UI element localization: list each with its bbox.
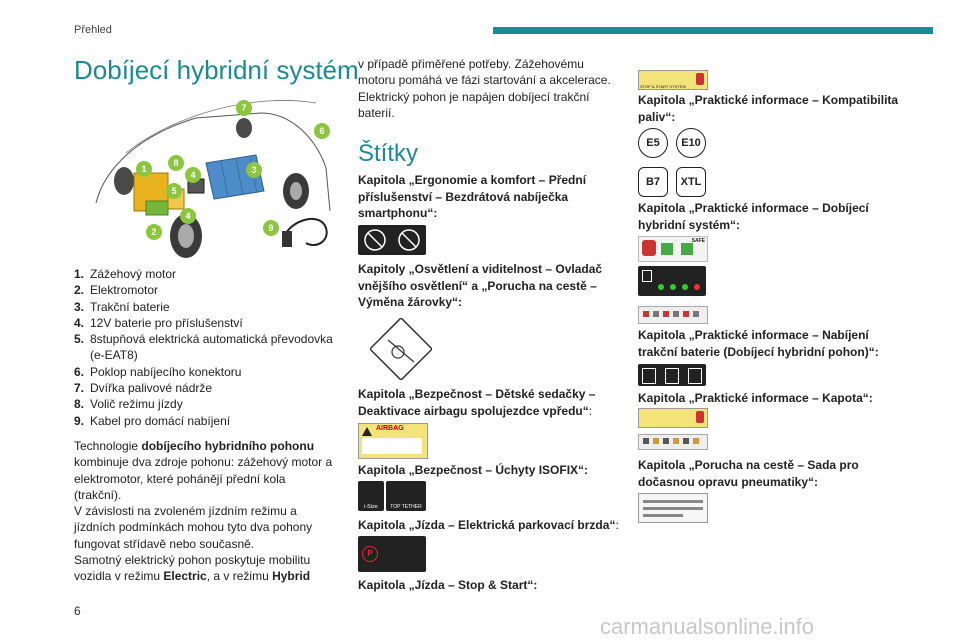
legend-item: 4.12V baterie pro příslušenství [74, 315, 243, 330]
charging-cable [285, 218, 328, 247]
legend-item: 6.Poklop nabíjecího konektoru [74, 364, 242, 379]
electric-motor [145, 200, 169, 216]
front-right-wheel [114, 167, 134, 195]
fuel-badge-e10: E10 [676, 128, 706, 158]
fuel-badge-b7: B7 [638, 167, 668, 197]
marker-1: 1 [141, 164, 146, 174]
chapter-hood: Kapitola „Praktické informace – Kapota“: [638, 391, 873, 405]
legend-item: 8.Volič režimu jízdy [74, 397, 183, 412]
legend-item: 1.Zážehový motor [74, 267, 177, 281]
legend-item: 9.Kabel pro domácí nabíjení [74, 413, 231, 428]
top-tether-label: TOP TETHER [386, 481, 426, 511]
intro-paragraph-3: Samotný elektrický pohon poskytuje mobil… [74, 553, 311, 584]
chapter-stop-start: Kapitola „Jízda – Stop & Start“: [358, 578, 538, 592]
chapter-airbag: Kapitola „Bezpečnost – Dětské sedačky – … [358, 387, 596, 418]
tyre-repair-label [638, 493, 708, 523]
hybrid-warnings-label [638, 306, 708, 324]
page-number: 6 [74, 604, 81, 618]
airbag-text: AIRBAG [376, 425, 404, 432]
fuel-badge-e5: E5 [638, 128, 668, 158]
car-outline [95, 112, 331, 212]
airbag-label: AIRBAG [358, 423, 428, 459]
chapter-hybrid-system: Kapitola „Praktické informace – Dobíjecí… [638, 201, 869, 232]
chapter-wireless-charger: Kapitola „Ergonomie a komfort – Přední p… [358, 173, 587, 220]
wireless-charger-label [358, 225, 426, 255]
battery-charging-label [638, 364, 706, 386]
airbag-warning-triangle [362, 427, 372, 436]
legend-item: 3.Trakční baterie [74, 299, 170, 314]
isize-label: i-Size [358, 481, 384, 511]
hybrid-status-label [638, 266, 706, 296]
chapter-lighting: Kapitoly „Osvětlení a viditelnost – Ovla… [358, 262, 603, 309]
component-legend: 1.Zážehový motor 2.Elektromotor 3.Trakčn… [74, 266, 349, 429]
marker-8: 8 [173, 158, 178, 168]
marker-5: 5 [171, 186, 176, 196]
watermark: carmanualsonline.info [600, 614, 815, 639]
marker-6: 6 [319, 126, 324, 136]
header-section: Přehled [74, 24, 112, 36]
labels-title: Štítky [358, 140, 419, 167]
marker-4b: 4 [185, 211, 190, 221]
chapter-fuel-compat: Kapitola „Praktické informace – Kompatib… [638, 93, 899, 124]
hood-warnings-label [638, 434, 708, 450]
marker-9: 9 [268, 223, 273, 233]
header-bar [493, 27, 933, 34]
marker-2: 2 [151, 227, 156, 237]
rear-right-wheel [236, 118, 252, 138]
stop-start-label-top: STOP & START SYSTEM [638, 70, 708, 90]
fuel-badge-xtl: XTL [676, 167, 706, 197]
hood-label [638, 408, 708, 428]
legend-item: 5.8stupňová elektrická automatická převo… [74, 332, 333, 363]
intro-paragraph: Technologie dobíjecího hybridního pohonu… [74, 439, 333, 502]
chapter-battery-charging: Kapitola „Praktické informace – Nabíjení… [638, 328, 879, 359]
page-title: Dobíjecí hybridní systém [74, 55, 359, 85]
marker-3: 3 [251, 165, 256, 175]
intro-paragraph-2: V závislosti na zvoleném jízdním režimu … [74, 504, 313, 551]
marker-4a: 4 [190, 170, 195, 180]
car-roof-line [125, 100, 317, 154]
intro-paragraph-4: v případě přiměřené potřeby. Zážehovému … [358, 57, 611, 120]
legend-item: 2.Elektromotor [74, 283, 159, 298]
chapter-isofix: Kapitola „Bezpečnost – Úchyty ISOFIX“: [358, 463, 589, 477]
chapter-tyre-repair: Kapitola „Porucha na cestě – Sada pro do… [638, 458, 859, 489]
marker-7: 7 [241, 103, 246, 113]
legend-item: 7.Dvířka palivové nádrže [74, 381, 213, 396]
lighting-label [368, 316, 434, 382]
chapter-parking-brake: Kapitola „Jízda – Elektrická parkovací b… [358, 518, 619, 532]
hybrid-system-diagram: 1 2 3 4 4 5 6 7 8 9 [95, 100, 331, 258]
hybrid-system-label: SAFE [638, 236, 708, 262]
parking-brake-label: P [358, 536, 426, 572]
